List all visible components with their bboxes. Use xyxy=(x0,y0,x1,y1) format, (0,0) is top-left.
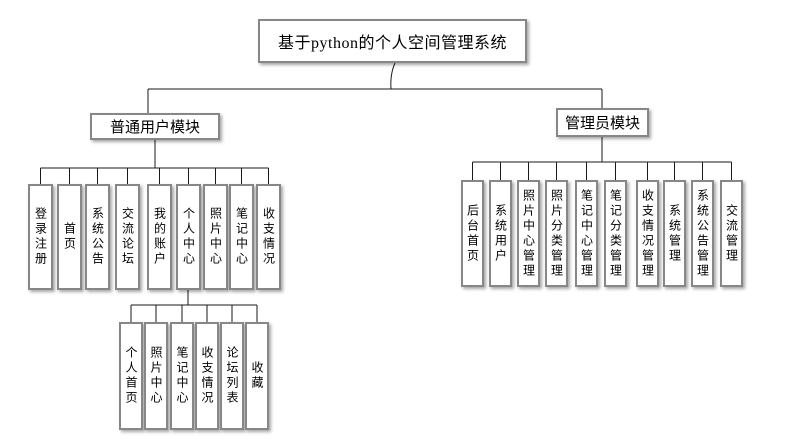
node-user-child-3: 系统公告 xyxy=(85,184,110,290)
node-user-child-8: 笔记中心 xyxy=(229,184,254,290)
node-personal-sub-6: 收藏 xyxy=(245,322,269,430)
node-admin-child-2: 系统用户 xyxy=(489,180,512,287)
node-admin-child-9: 系统公告管理 xyxy=(691,180,714,287)
node-user-child-9: 收支情况 xyxy=(256,184,281,290)
node-personal-sub-1: 个人首页 xyxy=(119,322,143,430)
node-admin-child-6: 笔记分类管理 xyxy=(604,180,627,287)
node-user-child-6: 个人中心 xyxy=(176,184,201,290)
node-admin-module: 管理员模块 xyxy=(556,108,649,137)
node-personal-sub-3: 笔记中心 xyxy=(170,322,194,430)
node-user-child-5: 我的账户 xyxy=(147,184,172,290)
node-admin-child-7: 收支情况管理 xyxy=(636,180,659,287)
node-admin-child-3: 照片中心管理 xyxy=(517,180,540,287)
node-admin-child-4: 照片分类管理 xyxy=(545,180,568,287)
node-personal-sub-5: 论坛列表 xyxy=(220,322,244,430)
node-user-child-4: 交流论坛 xyxy=(115,184,140,290)
node-admin-child-10: 交流管理 xyxy=(720,180,743,287)
node-admin-child-5: 笔记中心管理 xyxy=(575,180,598,287)
node-root-system: 基于python的个人空间管理系统 xyxy=(258,19,527,63)
node-user-child-7: 照片中心 xyxy=(203,184,228,290)
node-admin-child-8: 系统管理 xyxy=(663,180,686,287)
node-personal-sub-2: 照片中心 xyxy=(144,322,168,430)
node-user-child-2: 首页 xyxy=(57,184,82,290)
node-user-child-1: 登录注册 xyxy=(28,184,53,290)
node-admin-child-1: 后台首页 xyxy=(461,180,484,287)
node-normal-user-module: 普通用户模块 xyxy=(90,113,220,140)
node-personal-sub-4: 收支情况 xyxy=(195,322,219,430)
